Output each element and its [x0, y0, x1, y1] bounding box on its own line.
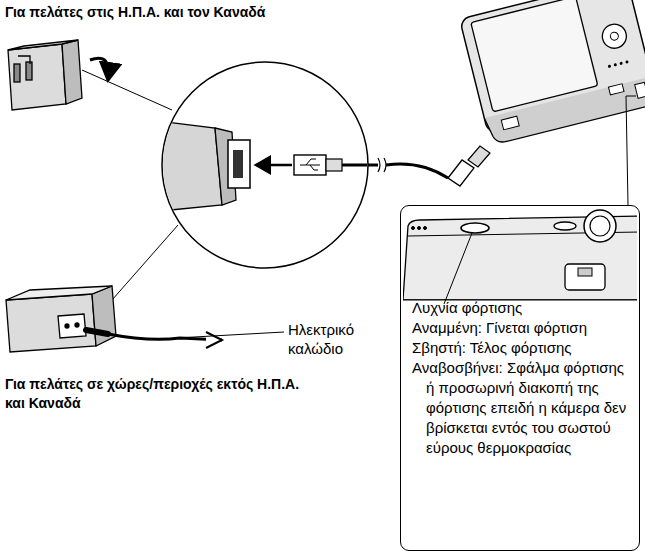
- zoom-circle: [150, 62, 372, 268]
- us-adapter: [8, 40, 82, 110]
- part-label: Ηλεκτρικό καλώδιο: [288, 320, 383, 358]
- status-text: Σβηστή: Τέλος φόρτισης: [412, 338, 630, 358]
- section-heading: Για πελάτες σε χώρες/περιοχές εκτός Η.Π.…: [5, 375, 315, 413]
- callout-title: Λυχνία φόρτισης: [412, 298, 630, 318]
- section-heading: Για πελάτες στις Η.Π.Α. και τον Καναδά: [5, 3, 365, 22]
- status-text: Αναμμένη: Γίνεται φόρτιση: [412, 318, 630, 338]
- power-adapter: [6, 286, 116, 352]
- zoom-line: [112, 225, 178, 300]
- camera-top-inset: [403, 210, 640, 304]
- leader-line: [176, 332, 284, 338]
- fold-arrow: [90, 58, 109, 80]
- callout-box: Λυχνία φόρτισηςΑναμμένη: Γίνεται φόρτιση…: [400, 205, 640, 551]
- zoom-line: [82, 70, 172, 110]
- power-cord: [86, 330, 222, 348]
- usb-cable: [368, 146, 490, 186]
- leader-line: [626, 96, 636, 97]
- text-area: Λυχνία φόρτισηςΑναμμένη: Γίνεται φόρτιση…: [412, 298, 630, 458]
- leader-line: [626, 96, 628, 205]
- status-text: Αναβοσβήνει: Σφάλμα φόρτισης ή προσωρινή…: [412, 358, 630, 458]
- camera: [460, 0, 645, 145]
